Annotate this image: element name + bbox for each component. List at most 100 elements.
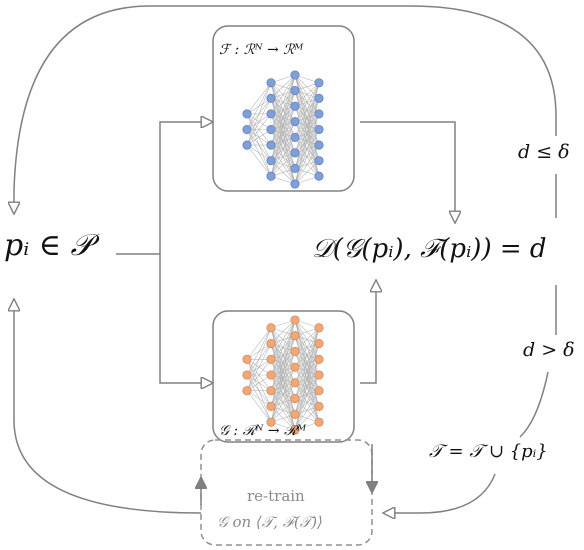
network-edge [246,129,272,146]
arrow-f-to-distance [360,121,455,222]
network-edge [246,390,272,423]
network-edge [246,390,272,407]
network-edge [294,144,320,185]
input-label: pᵢ ∈ 𝒫 [4,228,93,263]
network-node [314,93,324,103]
network-edge [246,343,272,391]
network-node [242,354,252,364]
model-f-label: ℱ : ℛᴺ → ℛᴹ [219,42,304,58]
network-node [266,156,276,166]
network-node [314,354,324,364]
network-edge [246,327,272,376]
network-node [314,171,324,181]
network-edge [270,367,296,423]
distance-equation: 𝒟(𝒢(pᵢ), ℱ(pᵢ)) = d [312,234,547,264]
network-node [290,148,300,158]
network-node [266,386,276,396]
network-edge [270,319,296,376]
network-node [242,109,252,119]
network-node [290,394,300,404]
network-node [314,109,324,119]
network-node [242,124,252,135]
model-g-box [212,310,355,443]
network-node [290,331,300,341]
retrain-subtitle: 𝒢 on ⟨𝒯, ℱ(𝒯)⟩ [217,513,323,531]
network-edge [246,82,272,130]
network-node [266,323,276,333]
network-node [266,354,276,364]
neural-net-f-icon [242,70,324,189]
model-g-label: 𝒢 : ℛᴺ → ℛᴹ [219,423,307,439]
line-cond-gt-to-update [519,371,549,438]
network-edge [270,319,296,344]
network-edge [270,137,296,177]
network-edge [270,74,296,146]
network-node [314,401,324,411]
network-node [266,339,276,349]
network-edge [294,82,320,153]
network-edge [246,374,272,391]
network-edge [294,160,320,185]
network-edge [294,129,320,185]
network-node [266,417,276,427]
network-node [314,370,324,380]
network-edge [246,359,272,391]
network-node [290,117,300,127]
network-edge [294,406,320,431]
network-edge [246,144,272,161]
network-edge [270,319,296,360]
network-edge [294,82,320,107]
network-node [290,163,300,173]
arrow-g-to-distance [360,281,376,384]
network-edge [270,74,296,130]
network-node [314,78,324,88]
network-node [290,315,300,325]
network-node [242,386,252,396]
network-node [314,323,324,333]
network-edge [270,74,296,99]
network-edge [294,374,320,431]
network-edge [294,82,320,122]
set-update-label: 𝒯 = 𝒯 ∪ {pᵢ} [429,441,548,462]
model-f-box [212,25,355,192]
condition-reject-label: d > δ [523,339,575,361]
network-edge [246,82,272,115]
network-edge [294,82,320,138]
network-node [290,132,300,142]
network-node [290,346,300,356]
network-node [242,370,252,380]
network-node [266,370,276,380]
network-node [266,140,276,150]
network-node [314,417,324,427]
network-node [290,378,300,388]
network-node [266,124,276,135]
network-node [266,171,276,181]
network-node [266,93,276,103]
network-node [290,362,300,372]
network-edge [294,327,320,368]
network-node [266,78,276,88]
network-node [242,140,252,150]
network-edge [294,113,320,185]
network-edge [246,82,272,146]
network-edge [294,359,320,431]
network-node [290,425,300,435]
arrow-to-model-g [159,254,212,383]
network-edge [270,351,296,423]
network-node [314,156,324,166]
arrow-accept-loop [14,5,557,213]
network-node [290,86,300,96]
network-node [314,124,324,135]
network-edge [294,327,320,399]
network-node [314,140,324,150]
network-edge [294,390,320,431]
network-edge [270,74,296,115]
retrain-title: re-train [247,487,305,505]
network-edge [270,319,296,391]
network-edge [246,144,272,177]
network-edge [246,98,272,146]
network-edge [270,152,296,177]
neural-net-g-icon [242,315,324,435]
